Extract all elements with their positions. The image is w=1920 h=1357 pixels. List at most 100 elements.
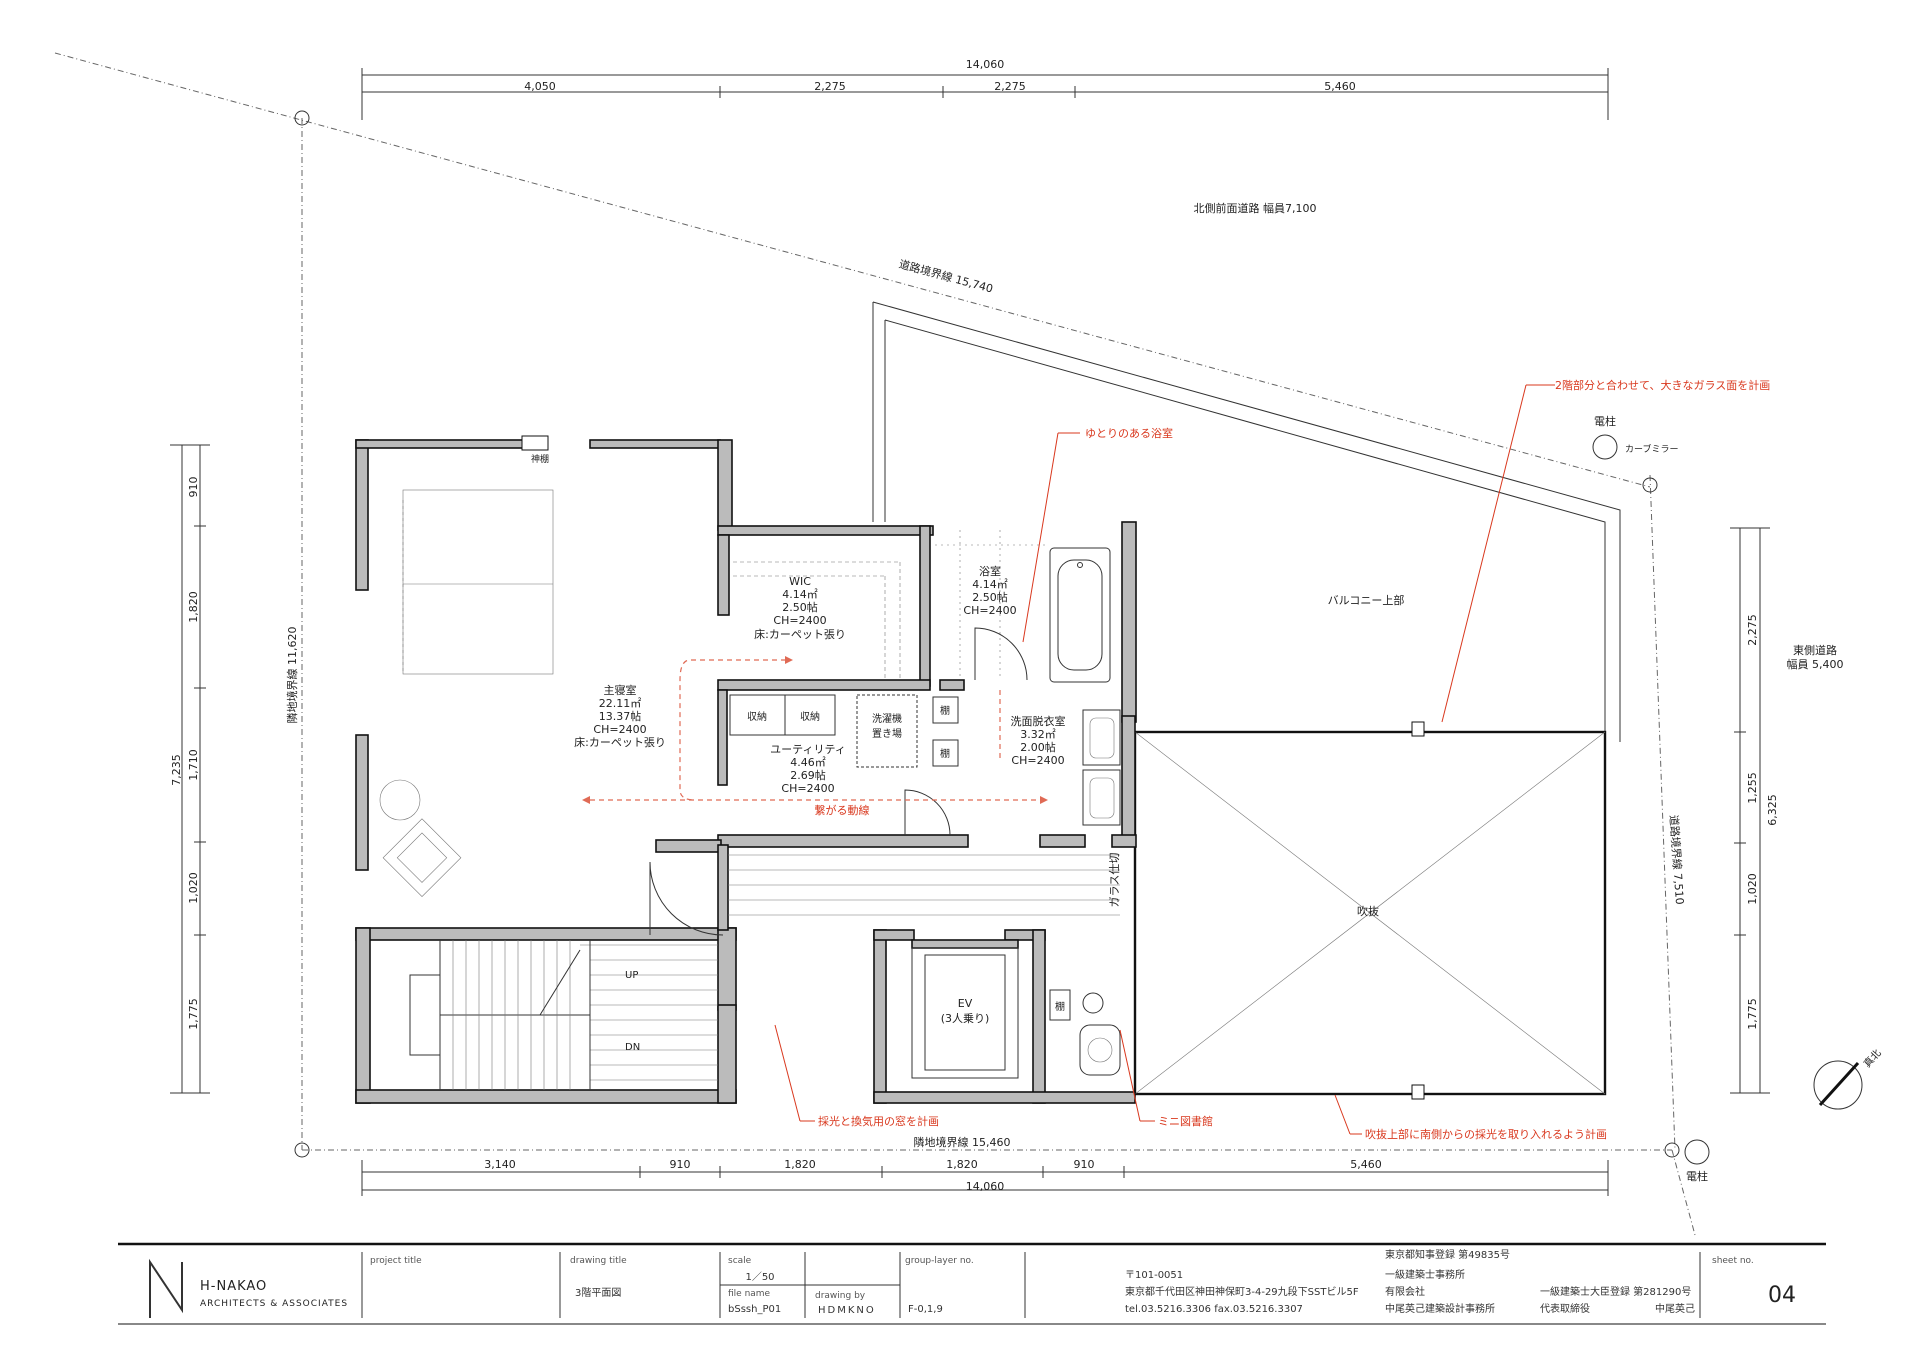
dim-left-5: 1,775	[187, 998, 200, 1030]
minister-registration: 一級建築士大臣登録 第281290号	[1540, 1285, 1691, 1298]
svg-text:22.11㎡: 22.11㎡	[599, 697, 642, 710]
shelf-label-3: 棚	[1055, 1000, 1065, 1013]
address: 東京都千代田区神田神保町3-4-29九段下SSTビル5F	[1125, 1285, 1359, 1298]
wic-shelving	[733, 561, 901, 680]
svg-text:ARCHITECTS & ASSOCIATES: ARCHITECTS & ASSOCIATES	[200, 1299, 348, 1309]
window-annotation: 採光と換気用の窓を計画	[818, 1114, 939, 1128]
svg-text:洗面脱衣室: 洗面脱衣室	[1011, 714, 1066, 728]
dim-right-2: 1,255	[1746, 772, 1759, 804]
svg-text:浴室: 浴室	[979, 564, 1001, 578]
washbasins	[1082, 709, 1121, 826]
utility-pole-top-icon	[1592, 434, 1618, 460]
dim-bottom-total: 14,060	[966, 1180, 1005, 1193]
reading-chair-icon	[1079, 992, 1121, 1076]
registration-2: 一級建築士事務所	[1385, 1268, 1465, 1281]
svg-text:2.50帖: 2.50帖	[972, 591, 1008, 604]
dim-top-3: 2,275	[994, 80, 1026, 93]
svg-text:4.46㎡: 4.46㎡	[790, 756, 826, 769]
neighbor-boundary-left-label: 隣地境界線 11,620	[285, 627, 299, 724]
true-north-label: 真北	[1861, 1046, 1884, 1070]
right-dimensions: 2,275 1,255 1,020 1,775 6,325	[1746, 614, 1779, 1030]
project-title-label: project title	[370, 1256, 422, 1266]
mini-library-annotation: ミニ図書館	[1158, 1114, 1213, 1128]
bathtub	[1049, 547, 1111, 683]
svg-text:ユーティリティ: ユーティリティ	[770, 743, 846, 756]
dressing-room-label: 洗面脱衣室 3.32㎡ 2.00帖 CH=2400	[1011, 714, 1066, 767]
neighbor-boundary-bottom-label: 隣地境界線 15,460	[914, 1135, 1011, 1149]
site-boundary	[54, 52, 1696, 1236]
kamidana-label: 神棚	[531, 453, 549, 465]
corridor-flooring	[580, 854, 1120, 1081]
utility-door-swing	[904, 789, 951, 836]
walls	[355, 439, 1137, 1104]
company-type: 有限会社	[1385, 1285, 1425, 1298]
dim-bottom-2: 910	[670, 1158, 691, 1171]
svg-text:4.14㎡: 4.14㎡	[972, 578, 1008, 591]
group-layer-label: group-layer no.	[905, 1256, 974, 1266]
svg-text:13.37帖: 13.37帖	[599, 710, 642, 723]
staircase	[409, 940, 591, 1090]
drawing-by: HDMKNO	[818, 1305, 876, 1316]
dim-top-1: 4,050	[524, 80, 556, 93]
utility-storage	[729, 694, 918, 768]
dimension-lines	[170, 68, 1770, 1196]
svg-text:2.69帖: 2.69帖	[790, 769, 826, 782]
drawing-by-label: drawing by	[815, 1291, 866, 1301]
scale-label: scale	[728, 1256, 752, 1266]
svg-text:床:カーペット張り: 床:カーペット張り	[754, 627, 846, 641]
bath-label: 浴室 4.14㎡ 2.50帖 CH=2400	[963, 564, 1016, 617]
north-road-label: 北側前面道路 幅員7,100	[1194, 201, 1317, 215]
glass-wall-annotation: 2階部分と合わせて、大きなガラス面を計画	[1555, 378, 1770, 392]
washer-label-1: 洗濯機	[872, 712, 902, 725]
east-road-label-1: 東側道路	[1793, 643, 1837, 657]
bottom-dimensions: 3,140 910 1,820 1,820 910 5,460 14,060	[484, 1158, 1382, 1193]
balcony-outline	[872, 301, 1621, 742]
bedroom-door-swing	[649, 861, 724, 936]
chair	[379, 779, 462, 898]
north-arrow-icon	[1813, 1060, 1863, 1110]
master-bedroom-label: 主寝室 22.11㎡ 13.37帖 CH=2400 床:カーペット張り	[574, 683, 666, 749]
elevator-car	[911, 939, 1019, 1079]
dim-top-2: 2,275	[814, 80, 846, 93]
storage-label-2: 収納	[800, 710, 820, 723]
dim-bottom-4: 1,820	[946, 1158, 978, 1171]
dim-top-total: 14,060	[966, 58, 1005, 71]
storage-label-1: 収納	[747, 710, 767, 723]
bed	[402, 489, 554, 675]
kamidana-shelf	[521, 435, 549, 451]
road-boundary-north-label: 道路境界線 15,740	[897, 257, 994, 296]
sheet-no-label: sheet no.	[1712, 1256, 1754, 1266]
registration-1: 東京都知事登録 第49835号	[1385, 1248, 1510, 1261]
svg-text:2.50帖: 2.50帖	[782, 601, 818, 614]
annotation-leaders	[774, 384, 1555, 1135]
sheet-number: 04	[1768, 1283, 1796, 1308]
dim-left-4: 1,020	[187, 872, 200, 904]
shelf-box-3	[1049, 989, 1071, 1021]
file-name: bSssh_P01	[728, 1304, 781, 1315]
road-boundary-east-label: 道路境界線 7,510	[1667, 814, 1687, 905]
pole-bottom-label: 電柱	[1686, 1169, 1708, 1183]
curve-mirror-label: カーブミラー	[1625, 443, 1678, 455]
dim-left-1: 910	[187, 477, 200, 498]
postal-code: 〒101-0051	[1125, 1270, 1183, 1281]
svg-text:CH=2400: CH=2400	[963, 604, 1016, 617]
dim-left-total: 7,235	[170, 754, 183, 786]
washer-label-2: 置き場	[872, 727, 902, 740]
pole-top-label: 電柱	[1594, 414, 1616, 428]
group-layer: F-0,1,9	[908, 1304, 943, 1315]
shelf-box-2	[932, 739, 959, 767]
stair-down-label: DN	[625, 1042, 640, 1053]
representative-name: 中尾英己	[1655, 1302, 1695, 1315]
dim-left-2: 1,820	[187, 591, 200, 623]
representative-title: 代表取締役	[1540, 1302, 1590, 1315]
svg-text:床:カーペット張り: 床:カーペット張り	[574, 735, 666, 749]
dim-left-3: 1,710	[187, 749, 200, 781]
glass-partition-label: ガラス仕切	[1108, 853, 1121, 908]
left-dimensions: 7,235 910 1,820 1,710 1,020 1,775	[170, 477, 200, 1030]
bath-door-swing	[974, 627, 1028, 681]
dim-bottom-6: 5,460	[1350, 1158, 1382, 1171]
shelf-label-2: 棚	[940, 747, 950, 760]
dim-right-3: 1,020	[1746, 873, 1759, 905]
dim-right-1: 2,275	[1746, 614, 1759, 646]
